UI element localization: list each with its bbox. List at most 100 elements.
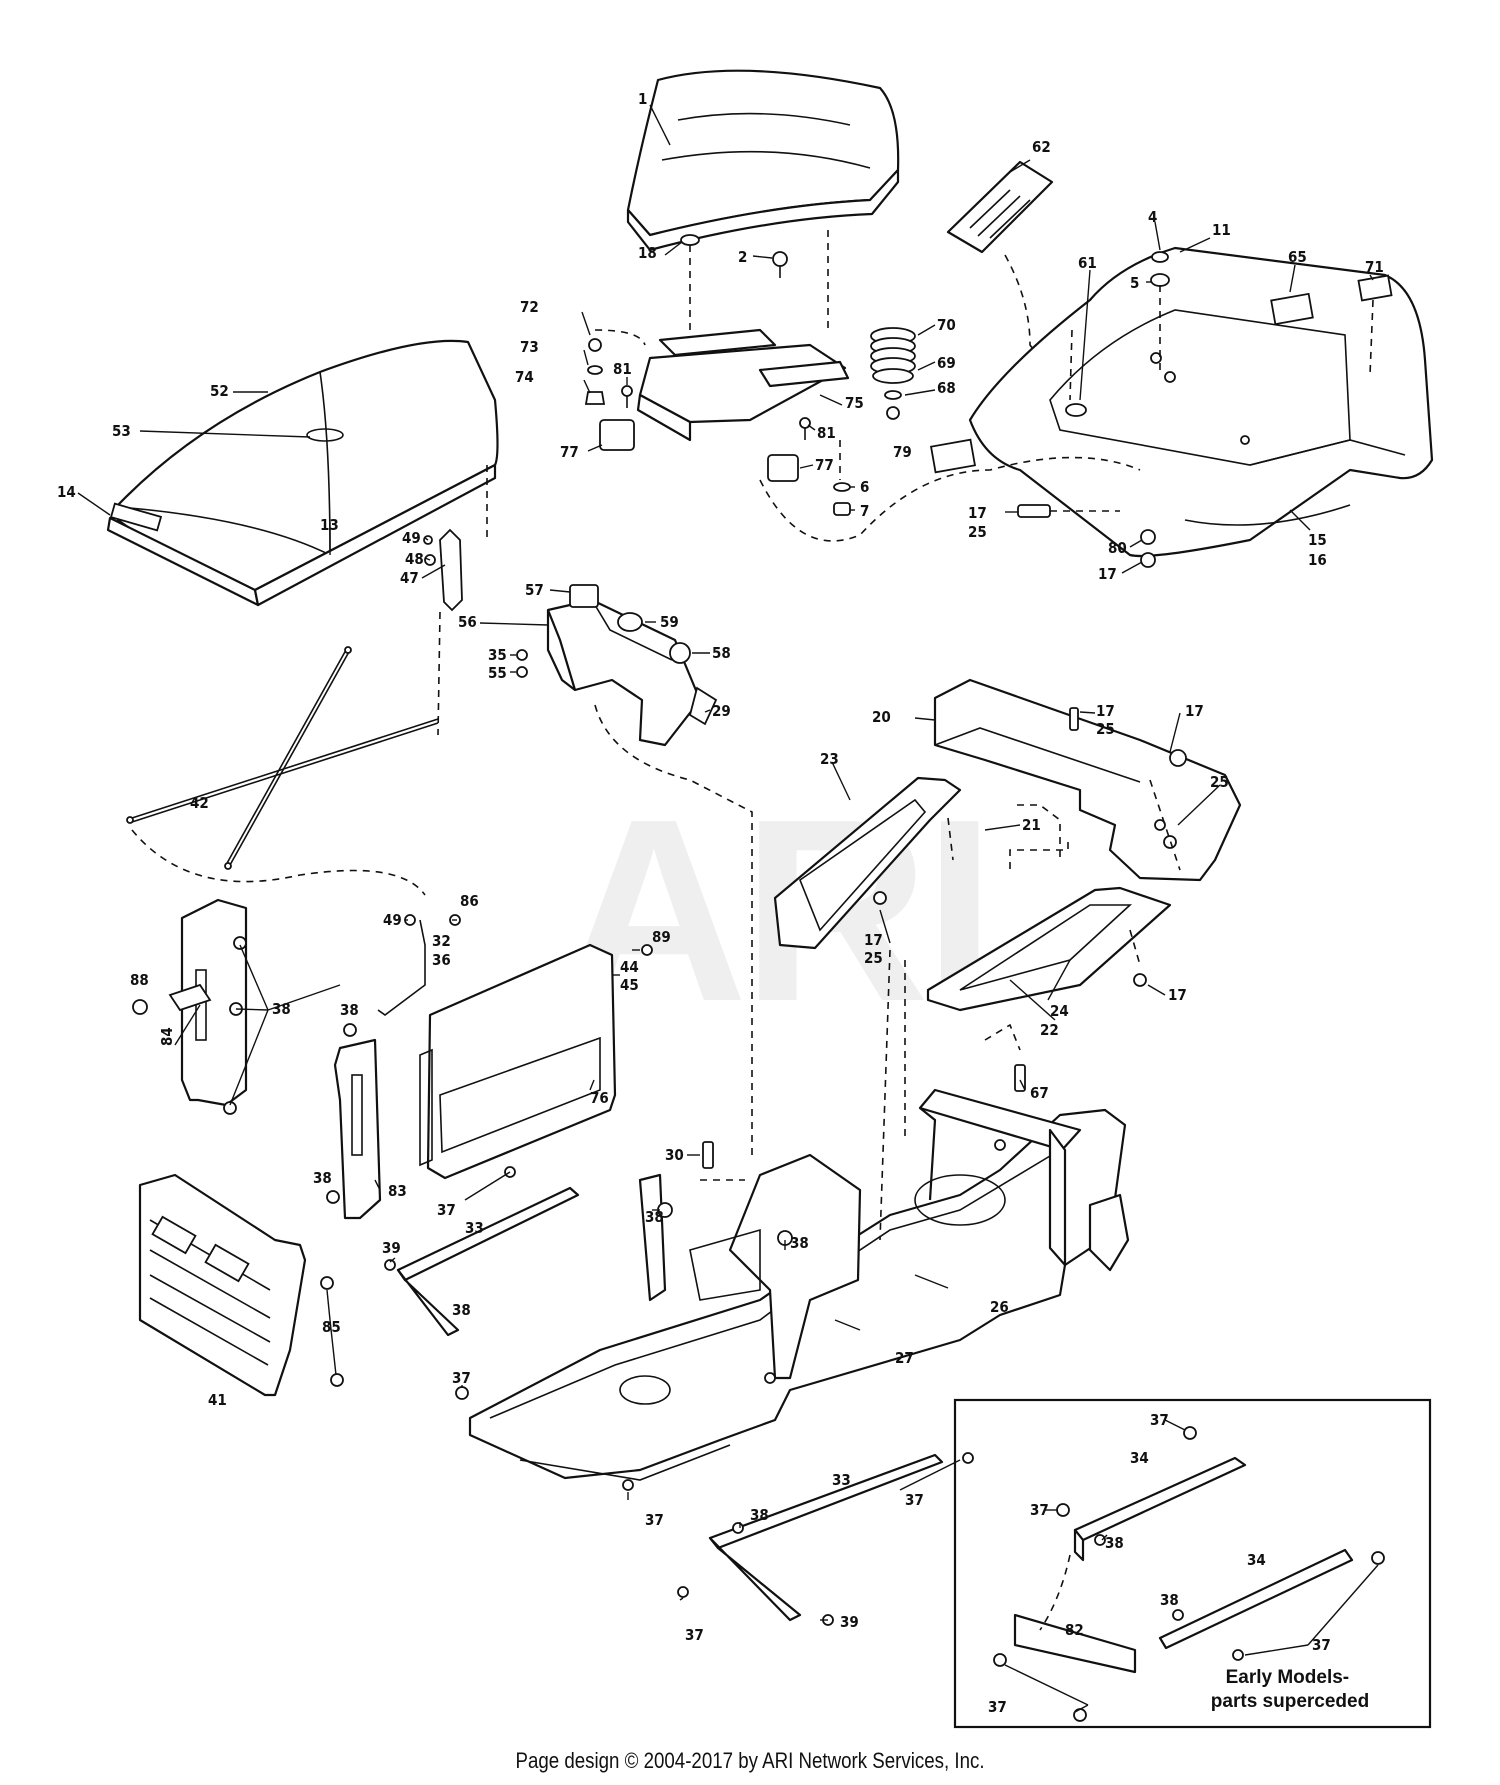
leader-lines <box>77 104 1379 1713</box>
callout-17: 17 <box>968 504 987 522</box>
callout-34: 34 <box>1130 1449 1149 1467</box>
hood-hinge <box>423 528 463 612</box>
callout-71: 71 <box>1365 258 1384 276</box>
callout-62: 62 <box>1032 138 1051 156</box>
callout-59: 59 <box>660 613 679 631</box>
seat-hardware <box>584 234 851 516</box>
callout-25d: 25 <box>864 949 883 967</box>
callout-21: 21 <box>1022 816 1041 834</box>
callout-75: 75 <box>845 394 864 412</box>
callout-37: 37 <box>437 1201 456 1219</box>
callout-86: 86 <box>460 892 479 910</box>
callout-25c: 25 <box>1210 773 1229 791</box>
callout-52: 52 <box>210 382 229 400</box>
callout-37i: 37 <box>988 1698 1007 1716</box>
copyright-footer: Page design © 2004-2017 by ARI Network S… <box>515 1748 985 1773</box>
front-grille <box>138 1173 344 1397</box>
callout-25: 25 <box>968 523 987 541</box>
seat-stop-block-2 <box>767 454 799 482</box>
callout-38: 38 <box>272 1000 291 1018</box>
decal-79 <box>930 438 976 474</box>
callout-38c: 38 <box>313 1169 332 1187</box>
callout-67: 67 <box>1030 1084 1049 1102</box>
callout-41: 41 <box>208 1391 227 1409</box>
callout-30: 30 <box>665 1146 684 1164</box>
callout-79: 79 <box>893 443 912 461</box>
callout-38h: 38 <box>1105 1534 1124 1552</box>
seat-spring <box>870 327 916 420</box>
callout-83: 83 <box>388 1182 407 1200</box>
callout-33b: 33 <box>832 1471 851 1489</box>
callout-49b: 49 <box>383 911 402 929</box>
callout-38b: 38 <box>340 1001 359 1019</box>
callout-37e: 37 <box>685 1626 704 1644</box>
callout-34b: 34 <box>1247 1551 1266 1569</box>
callout-76: 76 <box>590 1089 609 1107</box>
callout-84: 84 <box>158 1027 176 1046</box>
callout-37f: 37 <box>1150 1411 1169 1429</box>
decal-71 <box>1357 274 1393 302</box>
early-models-inset: Early Models- parts superceded <box>953 1398 1432 1729</box>
hitch-bar-front <box>396 1186 580 1337</box>
callout-82: 82 <box>1065 1621 1084 1639</box>
callout-26: 26 <box>990 1298 1009 1316</box>
callout-57: 57 <box>525 581 544 599</box>
callout-24: 24 <box>1050 1002 1069 1020</box>
left-side-panel <box>132 898 248 1115</box>
callout-5: 5 <box>1130 274 1139 292</box>
seat <box>626 69 900 252</box>
callout-72: 72 <box>520 298 539 316</box>
tractor-frame <box>468 1088 1130 1481</box>
callout-38g: 38 <box>750 1506 769 1524</box>
callout-38e: 38 <box>790 1234 809 1252</box>
left-footrest <box>773 776 962 950</box>
callout-37d: 37 <box>905 1491 924 1509</box>
callout-7: 7 <box>860 502 869 520</box>
callout-4: 4 <box>1148 208 1157 226</box>
callout-39: 39 <box>382 1239 401 1257</box>
latch-rod <box>377 919 426 1016</box>
callout-69: 69 <box>937 354 956 372</box>
rear-panel <box>933 678 1242 882</box>
callout-32: 32 <box>432 932 451 950</box>
callout-17b: 17 <box>1098 565 1117 583</box>
callout-35: 35 <box>488 646 507 664</box>
callout-17c: 17 <box>1096 702 1115 720</box>
callout-20: 20 <box>872 708 891 726</box>
callout-53: 53 <box>112 422 131 440</box>
hood-badge <box>109 502 163 532</box>
callout-37c: 37 <box>645 1511 664 1529</box>
callout-61: 61 <box>1078 254 1097 272</box>
decal-65 <box>1270 292 1314 326</box>
right-side-panel <box>326 1023 382 1220</box>
callout-81b: 81 <box>817 424 836 442</box>
callout-36: 36 <box>432 951 451 969</box>
callout-38i: 38 <box>1160 1591 1179 1609</box>
callout-48: 48 <box>405 550 424 568</box>
inset-note-line-1: Early Models- <box>1226 1667 1350 1688</box>
dash-panel <box>516 584 718 747</box>
callout-37b: 37 <box>452 1369 471 1387</box>
callout-44: 44 <box>620 958 639 976</box>
callout-74: 74 <box>515 368 534 386</box>
callout-27: 27 <box>895 1349 914 1367</box>
seat-stop-block <box>599 419 635 451</box>
callout-70: 70 <box>937 316 956 334</box>
callout-37g: 37 <box>1030 1501 1049 1519</box>
callout-2: 2 <box>738 248 747 266</box>
callout-29: 29 <box>712 702 731 720</box>
callout-77b: 77 <box>815 456 834 474</box>
callout-89: 89 <box>652 928 671 946</box>
ignition-cover <box>569 584 599 608</box>
callout-17d: 17 <box>1185 702 1204 720</box>
callout-33: 33 <box>465 1219 484 1237</box>
callout-80: 80 <box>1108 539 1127 557</box>
callout-38d: 38 <box>645 1208 664 1226</box>
callout-17f: 17 <box>1168 986 1187 1004</box>
shift-decal <box>946 160 1054 254</box>
callout-49: 49 <box>402 529 421 547</box>
callout-1: 1 <box>638 90 647 108</box>
callout-77: 77 <box>560 443 579 461</box>
hood <box>106 339 499 607</box>
